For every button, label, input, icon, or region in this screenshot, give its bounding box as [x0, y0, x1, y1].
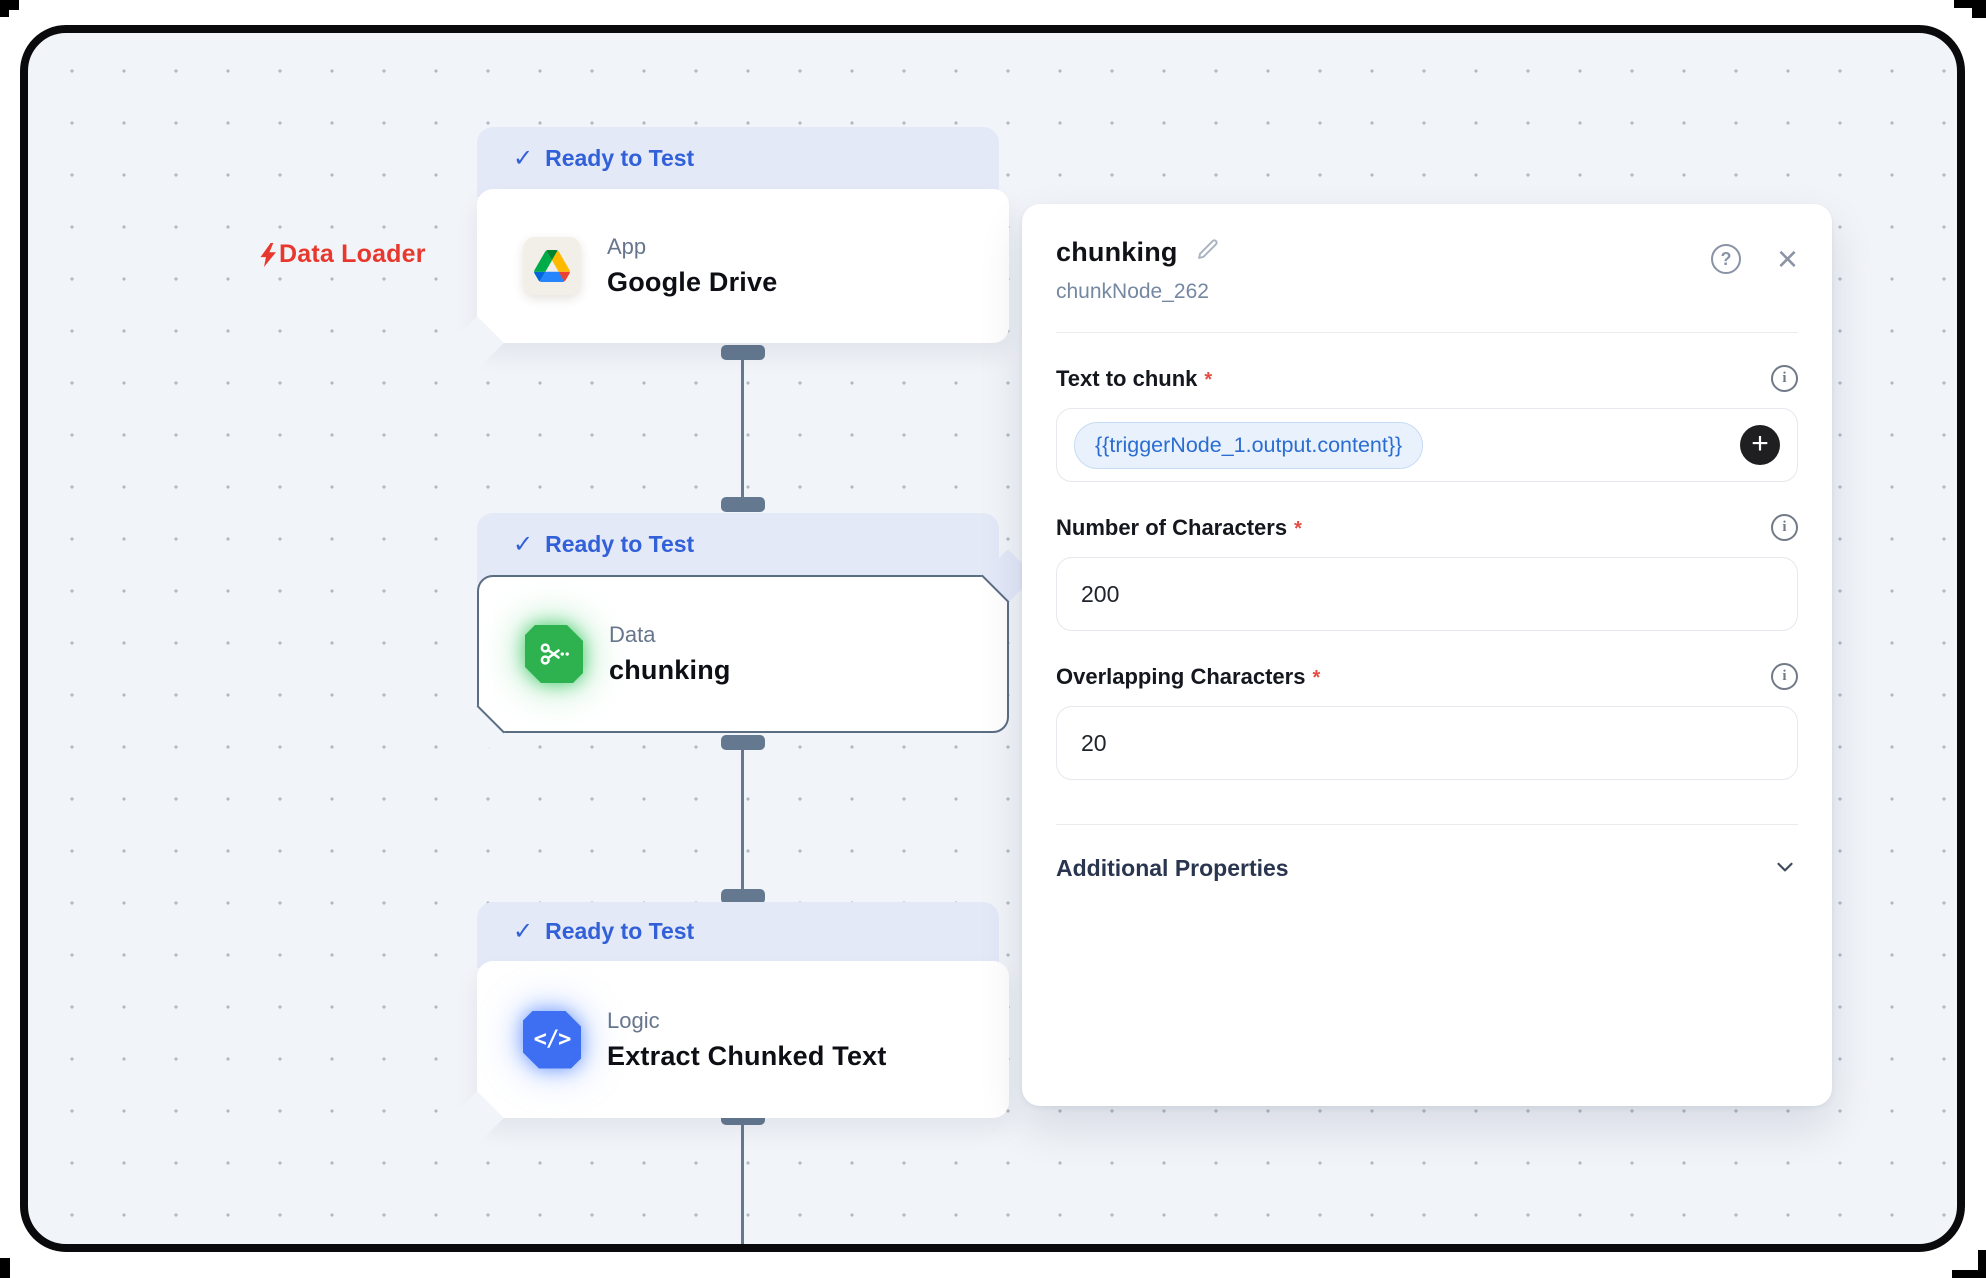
folded-corner	[566, 1011, 581, 1026]
node-chunking[interactable]: Data chunking	[451, 549, 1035, 759]
corner-mark-icon	[1972, 0, 1986, 18]
variable-chip[interactable]: {{triggerNode_1.output.content}}	[1074, 421, 1424, 469]
connector-handle[interactable]	[721, 889, 765, 904]
field-label: Overlapping Characters*	[1056, 663, 1321, 689]
required-asterisk: *	[1204, 368, 1213, 391]
flow-annotation-label: Data Loader	[279, 240, 426, 268]
node-config-panel: chunking chunkNode_262 ? × Text to chunk…	[1022, 204, 1832, 1106]
node-category: Logic	[607, 1007, 660, 1033]
connector-handle[interactable]	[721, 497, 765, 512]
scissors-icon	[525, 625, 583, 683]
status-badge-label: Ready to Test	[545, 530, 695, 557]
node-title: Google Drive	[607, 267, 778, 297]
corner-mark-icon	[0, 1258, 10, 1278]
corner-mark-icon	[1954, 0, 1986, 8]
info-icon[interactable]: i	[1771, 514, 1798, 541]
field-label: Number of Characters*	[1056, 514, 1302, 540]
node-title: Extract Chunked Text	[607, 1040, 887, 1071]
plus-icon[interactable]: +	[1740, 425, 1780, 465]
node-google-drive[interactable]: App Google Drive	[450, 189, 1009, 370]
corner-mark-icon	[1978, 1250, 1986, 1278]
additional-properties-toggle[interactable]: Additional Properties	[1056, 853, 1798, 884]
status-badge-label: Ready to Test	[545, 917, 695, 944]
required-asterisk: *	[1294, 517, 1302, 540]
info-icon[interactable]: i	[1771, 663, 1798, 690]
check-icon: ✓	[513, 144, 534, 172]
panel-header: chunking chunkNode_262 ? ×	[1056, 236, 1798, 304]
check-icon: ✓	[513, 917, 534, 945]
connector-line	[741, 352, 744, 502]
flow-annotation: Data Loader	[260, 240, 426, 269]
number-of-characters-input[interactable]: 200	[1056, 557, 1798, 631]
pencil-icon[interactable]	[1194, 236, 1221, 268]
overlapping-characters-input[interactable]: 20	[1056, 706, 1798, 780]
folded-corner	[568, 625, 583, 640]
node-category: Data	[609, 622, 656, 647]
connector-line	[741, 742, 744, 892]
text-to-chunk-input[interactable]: {{triggerNode_1.output.content}} +	[1056, 408, 1798, 482]
status-badge: ✓ Ready to Test	[477, 127, 999, 197]
status-badge-label: Ready to Test	[545, 144, 695, 171]
corner-mark-icon	[0, 10, 9, 17]
chevron-down-icon	[1772, 853, 1798, 884]
node-extract-chunked-text[interactable]: </> Logic Extract Chunked Text	[450, 961, 1009, 1145]
google-drive-icon	[523, 237, 581, 295]
corner-mark-icon	[1952, 1270, 1986, 1278]
code-glyph: </>	[533, 1027, 571, 1052]
lightning-icon	[260, 242, 277, 267]
required-asterisk: *	[1312, 666, 1321, 689]
additional-properties-label: Additional Properties	[1056, 855, 1289, 881]
code-icon: </>	[523, 1011, 581, 1069]
divider	[1056, 332, 1798, 333]
divider	[1056, 824, 1798, 825]
help-icon[interactable]: ?	[1710, 244, 1741, 274]
node-category: App	[607, 234, 647, 259]
field-label: Text to chunk*	[1056, 365, 1213, 391]
status-badge: ✓ Ready to Test	[477, 513, 999, 583]
corner-mark-icon	[0, 0, 19, 10]
panel-title: chunking	[1056, 236, 1178, 267]
node-title: chunking	[609, 655, 731, 685]
node-id: chunkNode_262	[1056, 280, 1209, 303]
info-icon[interactable]: i	[1771, 365, 1798, 392]
close-icon[interactable]: ×	[1776, 238, 1798, 279]
status-badge: ✓ Ready to Test	[477, 902, 999, 968]
connector-line	[741, 1117, 744, 1244]
check-icon: ✓	[513, 530, 534, 558]
